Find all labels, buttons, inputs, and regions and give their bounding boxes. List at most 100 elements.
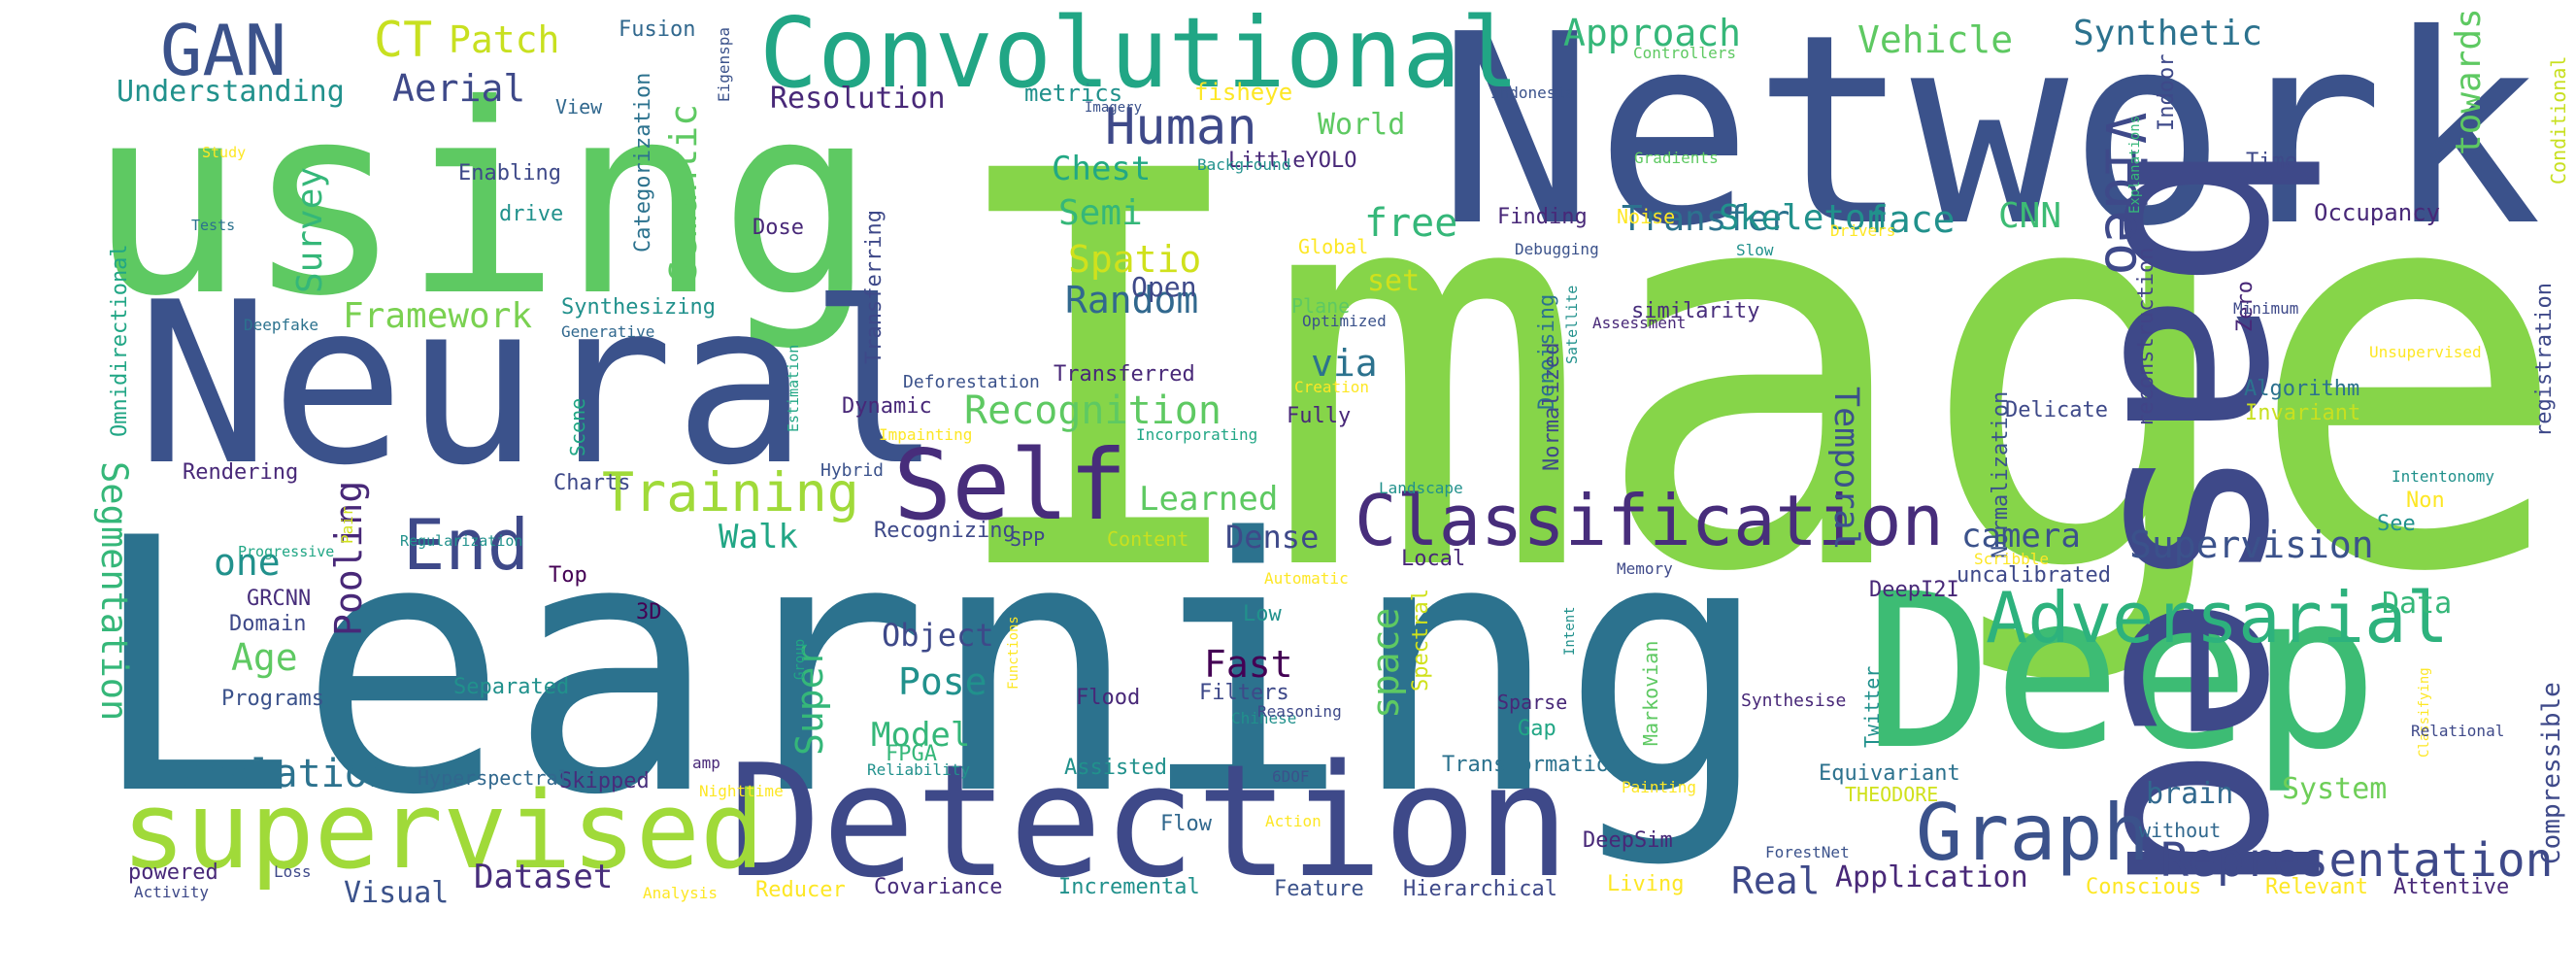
word: Explanations [2127, 115, 2143, 214]
word: Skipped [559, 769, 650, 793]
word: Activity [134, 883, 210, 901]
word: Convolutional [759, 0, 1520, 110]
word: Skeleton [1719, 198, 1888, 238]
word: Scene [566, 397, 589, 456]
word: Categorization [631, 72, 655, 253]
word: SPP [1010, 527, 1046, 551]
word: GRCNN [247, 587, 312, 611]
word: Loss [274, 862, 312, 881]
word: Supervision [2129, 523, 2374, 566]
word: Fully [1287, 404, 1352, 428]
word: Vehicle [1857, 18, 2014, 61]
word: brain [2146, 777, 2234, 811]
word: Relational [2411, 722, 2505, 740]
word: Gap [1518, 717, 1556, 741]
word: World [1318, 108, 1406, 142]
word: LittleYOLO [1228, 149, 1357, 173]
word: Regularization [400, 532, 523, 550]
word: supervised [121, 768, 765, 893]
word: Age [231, 636, 298, 679]
word: one [214, 541, 281, 584]
word: Satellite [1563, 285, 1581, 364]
word: Markovian [1639, 640, 1662, 746]
word: Approach [1563, 12, 1742, 54]
word: THEODORE [1845, 783, 1939, 806]
word: Hyperspectral [418, 766, 570, 790]
word: set [1367, 264, 1421, 298]
word: DeepI2I [1869, 578, 1959, 602]
word: Twitter [1860, 665, 1884, 748]
word: 3D [636, 600, 662, 624]
word: Impainting [879, 425, 973, 444]
word: Recognition [964, 388, 1221, 433]
word: Survey [290, 166, 330, 293]
word: CNN [1998, 196, 2062, 236]
word: Spatio [1068, 238, 1202, 281]
word: Fast [1204, 643, 1293, 686]
word: Deforestation [903, 372, 1040, 392]
word: powered [128, 860, 218, 885]
word: registration [2532, 283, 2557, 437]
word: Incorporating [1136, 425, 1258, 444]
word: Chinese [1231, 709, 1297, 727]
word: Unsupervised [2369, 343, 2482, 361]
word: Conditional [2547, 55, 2570, 185]
word: Compressible [2537, 682, 2566, 864]
word: Separated [453, 675, 570, 699]
word: Plane [1291, 294, 1351, 318]
word: Real [1731, 860, 1821, 902]
word: Content [1107, 527, 1189, 551]
word: Minimum [2233, 299, 2299, 318]
word: Controllers [1633, 44, 1736, 62]
word: 6DOF [1272, 767, 1310, 786]
word: Training [602, 461, 859, 523]
word: Semantic [662, 103, 705, 282]
word: Walk [719, 518, 798, 556]
word: Object [882, 617, 994, 654]
word: without [2139, 819, 2222, 842]
word: Dataset [474, 858, 614, 896]
word: Living [1607, 872, 1685, 896]
word: Programs [221, 687, 324, 711]
word: Finding [1497, 205, 1588, 229]
word: Feature [1274, 877, 1364, 901]
word: Estimation [785, 344, 802, 432]
word: Progressive [238, 543, 335, 560]
word: uncalibrated [1957, 563, 2111, 588]
word: Automatic [1264, 569, 1349, 588]
word: Charts [553, 471, 631, 495]
word: Sparse [1497, 691, 1568, 714]
word: FPGA [886, 742, 937, 766]
word: Conscious [2086, 875, 2202, 899]
word: GAN [160, 10, 287, 91]
word: Flood [1076, 686, 1141, 710]
word: Filters [1199, 681, 1289, 705]
word: Pooling [327, 480, 370, 636]
word: DeepSim [1583, 828, 1673, 853]
word: Learning [87, 464, 1771, 871]
word: towards [2449, 8, 2489, 155]
word: Transformation [1442, 753, 1623, 777]
word: Synthetic [2073, 14, 2263, 53]
word: Background [1197, 155, 1291, 174]
word: Fusion [619, 17, 696, 42]
word: Incremental [1058, 875, 1200, 899]
word: Visual [344, 876, 450, 910]
word: Learned [1139, 480, 1279, 519]
word: Hierarchical [1403, 877, 1557, 901]
word: Occupancy [2314, 199, 2441, 226]
word: Creation [1294, 378, 1370, 396]
word: Dose [753, 216, 804, 240]
word: Classification [1355, 480, 1944, 561]
word: Dynamic [842, 394, 932, 419]
word: Self [893, 428, 1127, 542]
word: Resolution [770, 82, 946, 116]
word: space [1364, 607, 1407, 719]
word: Synthesizing [561, 295, 716, 320]
word: Network [1437, 0, 2542, 284]
word: Dense [1225, 519, 1320, 556]
word: Generative [561, 322, 655, 341]
word: Hybrid [820, 460, 885, 481]
word: Transferring [862, 210, 887, 364]
